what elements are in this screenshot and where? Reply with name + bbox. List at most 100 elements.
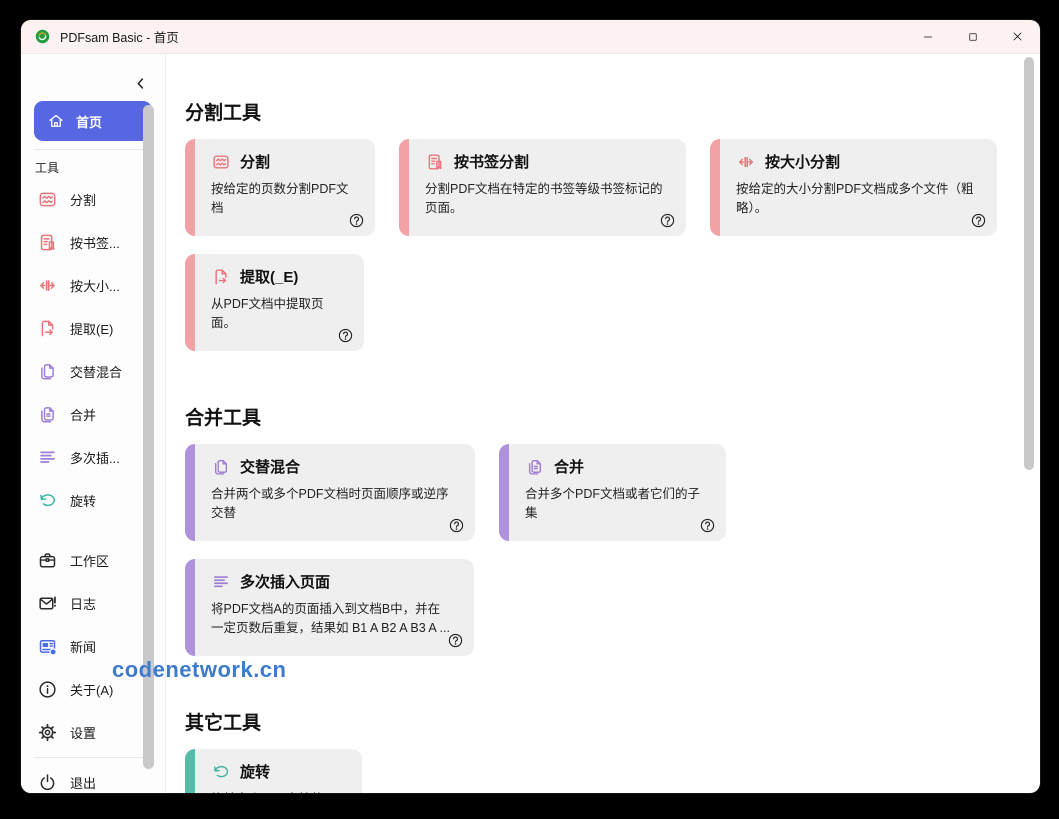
section-heading: 其它工具 [185, 713, 262, 734]
tool-card-split-by-size[interactable]: 按大小分割按给定的大小分割PDF文档成多个文件（粗略）。 [710, 139, 997, 236]
card-description: 合并多个PDF文档或者它们的子集 [525, 487, 701, 520]
sidebar-item-about[interactable]: 关于(A) [21, 668, 165, 711]
sidebar-item-log[interactable]: 日志 [21, 582, 165, 625]
help-icon[interactable] [699, 517, 716, 534]
sidebar-item-rotate[interactable]: 旋转 [21, 479, 165, 522]
sidebar-item-exit[interactable]: 退出 [21, 761, 165, 793]
tools-section-label: 工具 [35, 161, 60, 175]
sidebar-item-split-by-size[interactable]: 按大小... [21, 264, 165, 307]
rotate-icon [211, 762, 231, 782]
sidebar-item-alternate-mix[interactable]: 交替混合 [21, 350, 165, 393]
sidebar-item-insert-multiple[interactable]: 多次插... [21, 436, 165, 479]
help-icon[interactable] [970, 212, 987, 229]
titlebar: PDFsam Basic - 首页 [21, 20, 1040, 54]
section-heading: 分割工具 [185, 103, 262, 124]
tool-card-split[interactable]: 分割按给定的页数分割PDF文档 [185, 139, 375, 236]
minimize-icon [922, 31, 934, 43]
sidebar-item-label: 提取(E) [70, 322, 114, 337]
log-icon [37, 593, 58, 614]
maximize-button[interactable] [950, 20, 995, 53]
chevron-left-icon [132, 75, 149, 92]
tool-card-merge[interactable]: 合并合并多个PDF文档或者它们的子集 [499, 444, 726, 541]
main-scrollbar[interactable] [1024, 57, 1034, 470]
sidebar-item-label: 退出 [70, 776, 97, 791]
sidebar-bottom-group: 工作区日志新闻关于(A)设置退出 [21, 539, 165, 793]
card-accent-bar [185, 559, 195, 656]
window-title: PDFsam Basic - 首页 [60, 31, 179, 45]
tool-section: 分割工具分割按给定的页数分割PDF文档按书签分割分割PDF文档在特定的书签等级书… [185, 98, 1040, 351]
sidebar-item-label: 工作区 [70, 554, 110, 569]
split-by-size-icon [37, 275, 58, 296]
sidebar-item-news[interactable]: 新闻 [21, 625, 165, 668]
sidebar-scrollbar[interactable] [143, 105, 154, 769]
card-title: 多次插入页面 [240, 574, 331, 591]
sidebar-item-split[interactable]: 分割 [21, 178, 165, 221]
news-icon [37, 636, 58, 657]
split-by-size-icon [736, 152, 756, 172]
card-description: 从PDF文档中提取页面。 [211, 297, 324, 330]
maximize-icon [967, 31, 979, 43]
section-heading: 合并工具 [185, 408, 262, 429]
card-accent-bar [185, 139, 195, 236]
alternate-mix-icon [211, 457, 231, 477]
sidebar-item-label: 新闻 [70, 640, 97, 655]
help-icon[interactable] [448, 517, 465, 534]
exit-icon [37, 772, 58, 793]
sidebar-item-label: 按大小... [70, 279, 120, 294]
help-icon[interactable] [659, 212, 676, 229]
card-title: 分割 [240, 154, 271, 171]
sidebar-tools-group: 分割按书签... 按大小... 提取(E) 交替混合合并多次插... 旋转 [21, 178, 165, 522]
tool-card-split-by-bookmarks[interactable]: 按书签分割分割PDF文档在特定的书签等级书签标记的页面。 [399, 139, 686, 236]
merge-icon [525, 457, 545, 477]
sidebar-divider [34, 757, 152, 758]
split-icon [37, 189, 58, 210]
sidebar-item-label: 分割 [70, 193, 97, 208]
close-icon [1011, 30, 1024, 43]
help-icon[interactable] [447, 632, 464, 649]
sidebar: 首页 工具 分割按书签...按大小...提取(E)交替混合合并多次插...旋转 … [21, 54, 166, 793]
split-by-bookmarks-icon [37, 232, 58, 253]
main-content: 分割工具分割按给定的页数分割PDF文档按书签分割分割PDF文档在特定的书签等级书… [166, 54, 1040, 793]
card-description: 旋转多个PDF文档的页面 [211, 790, 346, 793]
sidebar-divider [34, 149, 152, 150]
close-button[interactable] [995, 20, 1040, 53]
card-title: 按书签分割 [454, 154, 530, 171]
help-icon[interactable] [348, 212, 365, 229]
app-window: PDFsam Basic - 首页 首页 工具 分割按书签... 按大小... 提取… [21, 20, 1040, 793]
sidebar-item-label: 交替混合 [70, 365, 123, 380]
sidebar-item-merge[interactable]: 合并 [21, 393, 165, 436]
card-accent-bar [185, 749, 195, 793]
card-accent-bar [499, 444, 509, 541]
workspace-icon [37, 550, 58, 571]
card-description: 将PDF文档A的页面插入到文档B中，并在一定页数后重复，结果如 B1 A B2 … [211, 602, 450, 635]
tool-card-insert-multiple[interactable]: 多次插入页面将PDF文档A的页面插入到文档B中，并在一定页数后重复，结果如 B1… [185, 559, 474, 656]
sidebar-item-label: 多次插... [70, 451, 120, 466]
merge-icon [37, 404, 58, 425]
sidebar-item-home[interactable]: 首页 [34, 101, 152, 141]
card-title: 按大小分割 [765, 154, 841, 171]
card-accent-bar [399, 139, 409, 236]
card-accent-bar [185, 254, 195, 351]
tool-section: 其它工具旋转旋转多个PDF文档的页面 [185, 708, 1040, 793]
help-icon[interactable] [337, 327, 354, 344]
tool-card-alternate-mix[interactable]: 交替混合合并两个或多个PDF文档时页面顺序或逆序交替 [185, 444, 475, 541]
app-logo-icon [34, 28, 51, 45]
extract-icon [211, 267, 231, 287]
card-title: 交替混合 [240, 459, 301, 476]
sidebar-collapse-button[interactable] [130, 73, 150, 93]
minimize-button[interactable] [905, 20, 950, 53]
sidebar-item-settings[interactable]: 设置 [21, 711, 165, 754]
tool-card-extract[interactable]: 提取(_E) 从PDF文档中提取页面。 [185, 254, 364, 351]
card-description: 合并两个或多个PDF文档时页面顺序或逆序交替 [211, 487, 449, 520]
sidebar-item-split-by-bookmarks[interactable]: 按书签... [21, 221, 165, 264]
sidebar-home-label: 首页 [76, 114, 103, 130]
sidebar-item-workspace[interactable]: 工作区 [21, 539, 165, 582]
insert-multiple-icon [37, 447, 58, 468]
card-accent-bar [710, 139, 720, 236]
card-title: 提取(_E) [240, 269, 299, 286]
sidebar-item-extract[interactable]: 提取(E) [21, 307, 165, 350]
sidebar-item-label: 旋转 [70, 494, 97, 509]
tool-card-rotate[interactable]: 旋转旋转多个PDF文档的页面 [185, 749, 362, 793]
home-icon [47, 112, 65, 130]
